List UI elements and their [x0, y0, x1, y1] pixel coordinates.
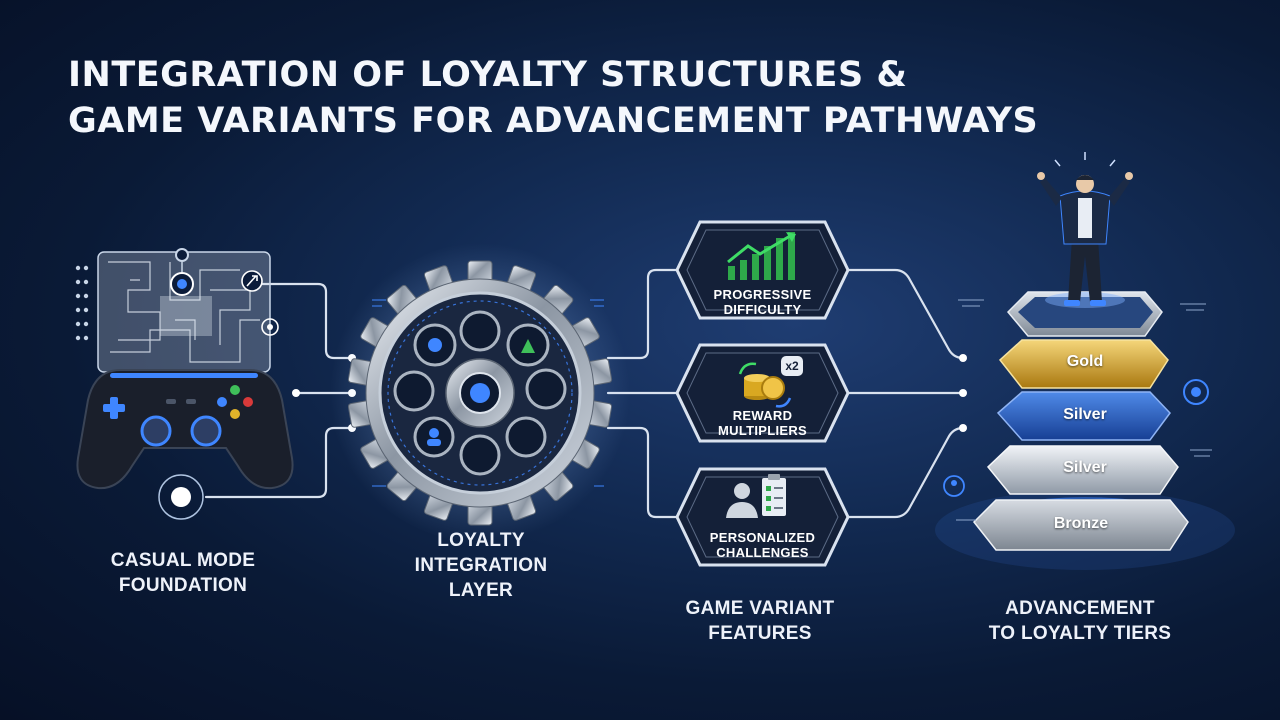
- tier-bronze-plate: [972, 499, 1189, 551]
- stage-caption-advancement: ADVANCEMENT TO LOYALTY TIERS: [988, 598, 1172, 644]
- feature-hex-challenges: [675, 467, 850, 567]
- title-line-2: GAME VARIANTS FOR ADVANCEMENT PATHWAYS: [68, 101, 1039, 141]
- user-badge-icon: [943, 475, 965, 497]
- coin-multiplier-icon: [738, 362, 792, 408]
- tier-label-gold: Gold: [1066, 353, 1104, 370]
- feature-label-challenges: PERSONALIZED CHALLENGES: [709, 530, 816, 560]
- tier-silver-blue-plate: [996, 391, 1171, 441]
- tier-label-silver-2: Silver: [1063, 459, 1107, 476]
- signal-dots-decoration: [75, 265, 89, 341]
- data-lines-decoration: [956, 299, 1212, 521]
- celebrating-player-figure: [1037, 152, 1133, 308]
- start-node-icon: [158, 474, 204, 520]
- loyalty-gear-hub: [330, 243, 630, 543]
- target-icon: [261, 318, 279, 336]
- checklist-person-icon: [726, 474, 786, 518]
- stage-caption-casual: CASUAL MODE FOUNDATION: [110, 550, 256, 596]
- game-map-screen: [97, 251, 271, 373]
- gamepad-controller-icon: [76, 369, 294, 490]
- stage-caption-integration: LOYALTY INTEGRATION LAYER: [414, 530, 548, 601]
- page-title: INTEGRATION OF LOYALTY STRUCTURES & GAME…: [68, 52, 1168, 144]
- tier-gold-plate: [998, 339, 1169, 389]
- rocket-icon: [241, 270, 263, 292]
- multiplier-badge: x2: [781, 356, 803, 376]
- gear-side-decoration: [372, 299, 604, 487]
- tier-label-silver-1: Silver: [1063, 406, 1107, 423]
- top-platform: [1006, 291, 1163, 337]
- feature-label-reward: REWARD MULTIPLIERS: [718, 408, 807, 438]
- stage-caption-variants: GAME VARIANT FEATURES: [685, 598, 835, 644]
- feature-label-progressive: PROGRESSIVE DIFFICULTY: [713, 287, 812, 317]
- player-marker-icon: [170, 248, 194, 296]
- gear-badge-icon: [1183, 379, 1209, 405]
- tier-silver-plate: [986, 445, 1179, 495]
- tier-label-bronze: Bronze: [1053, 515, 1109, 532]
- feature-hex-progressive: [675, 220, 850, 320]
- growth-chart-icon: [727, 232, 796, 280]
- title-line-1: INTEGRATION OF LOYALTY STRUCTURES &: [68, 55, 908, 95]
